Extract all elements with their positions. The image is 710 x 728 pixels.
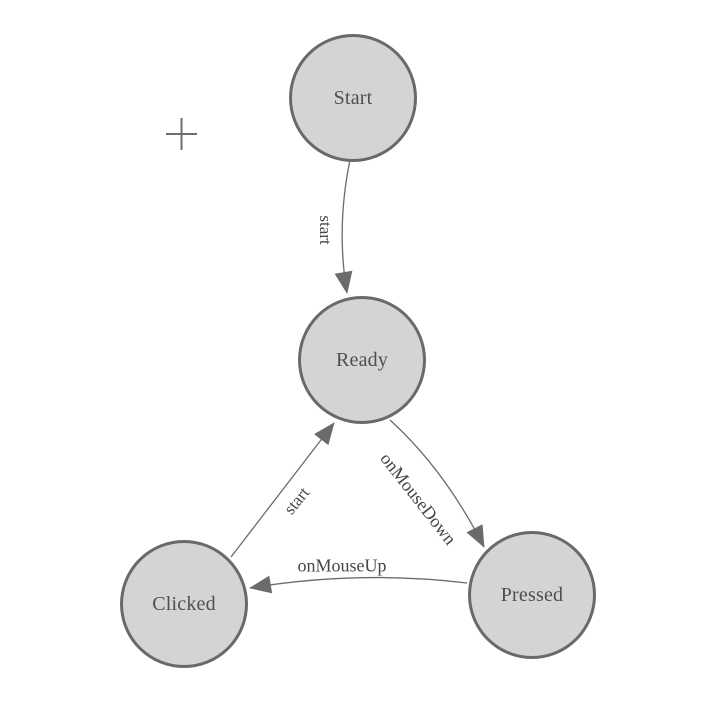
node-start[interactable]: Start	[289, 34, 417, 162]
plus-icon[interactable]	[166, 118, 197, 150]
node-ready[interactable]: Ready	[298, 296, 426, 424]
edge-clicked-to-ready[interactable]	[230, 422, 335, 558]
edge-ready-to-pressed[interactable]	[389, 419, 485, 548]
edge-label-start-to-ready[interactable]: start	[316, 215, 335, 245]
edge-label-onmouseup[interactable]: onMouseUp	[297, 555, 387, 576]
node-start-label: Start	[333, 86, 373, 109]
node-clicked[interactable]: Clicked	[120, 540, 248, 668]
node-pressed-label: Pressed	[500, 583, 564, 606]
node-ready-label: Ready	[335, 348, 389, 371]
edge-pressed-to-clicked[interactable]	[249, 575, 468, 594]
node-pressed[interactable]: Pressed	[468, 531, 596, 659]
edge-start-to-ready[interactable]	[334, 159, 353, 294]
node-clicked-label: Clicked	[152, 592, 216, 615]
